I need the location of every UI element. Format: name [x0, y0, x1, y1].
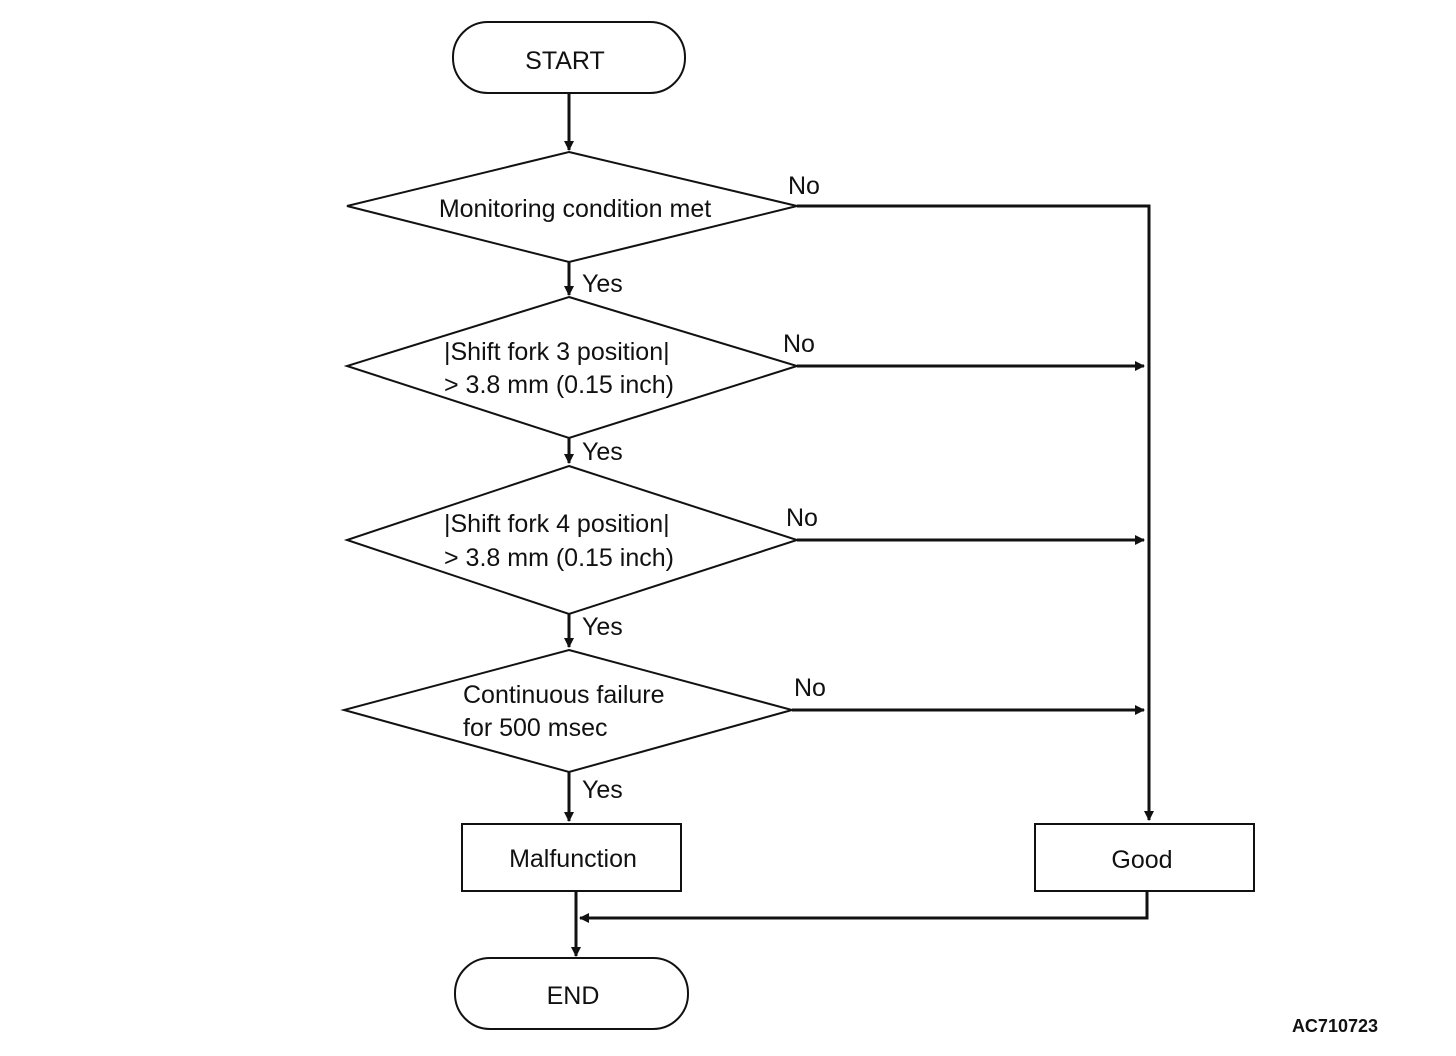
decision2-text-line1: |Shift fork 3 position|: [444, 338, 670, 366]
decision1-no-label: No: [788, 172, 820, 200]
decision-monitoring-condition: Monitoring condition met: [346, 150, 798, 264]
decision2-text-line2: > 3.8 mm (0.15 inch): [444, 371, 674, 399]
decision2-no-label: No: [783, 330, 815, 358]
malfunction-label: Malfunction: [509, 845, 637, 873]
decision-shift-fork-3: |Shift fork 3 position| > 3.8 mm (0.15 i…: [343, 295, 801, 440]
decision3-yes-label: Yes: [582, 613, 623, 641]
decision4-yes-label: Yes: [582, 776, 623, 804]
connector-decision1-no: [797, 204, 1154, 821]
decision1-text: Monitoring condition met: [439, 195, 711, 223]
decision1-yes-label: Yes: [582, 270, 623, 298]
decision4-text-line1: Continuous failure: [463, 681, 665, 709]
decision-shift-fork-4: |Shift fork 4 position| > 3.8 mm (0.15 i…: [343, 464, 801, 616]
figure-code: AC710723: [1292, 1016, 1378, 1036]
connector-good-to-end: [579, 891, 1149, 923]
malfunction-box: Malfunction: [461, 823, 682, 892]
good-box: Good: [1034, 823, 1255, 892]
start-terminal: START: [452, 21, 686, 94]
decision-continuous-failure: Continuous failure for 500 msec: [340, 648, 796, 774]
decision3-no-label: No: [786, 504, 818, 532]
decision3-text-line2: > 3.8 mm (0.15 inch): [444, 544, 674, 572]
end-terminal: END: [454, 957, 689, 1030]
decision2-yes-label: Yes: [582, 438, 623, 466]
end-label: END: [547, 982, 600, 1010]
decision4-no-label: No: [794, 674, 826, 702]
good-label: Good: [1111, 846, 1172, 874]
decision3-text-line1: |Shift fork 4 position|: [444, 510, 670, 538]
decision4-text-line2: for 500 msec: [463, 714, 608, 742]
start-label: START: [525, 47, 605, 75]
